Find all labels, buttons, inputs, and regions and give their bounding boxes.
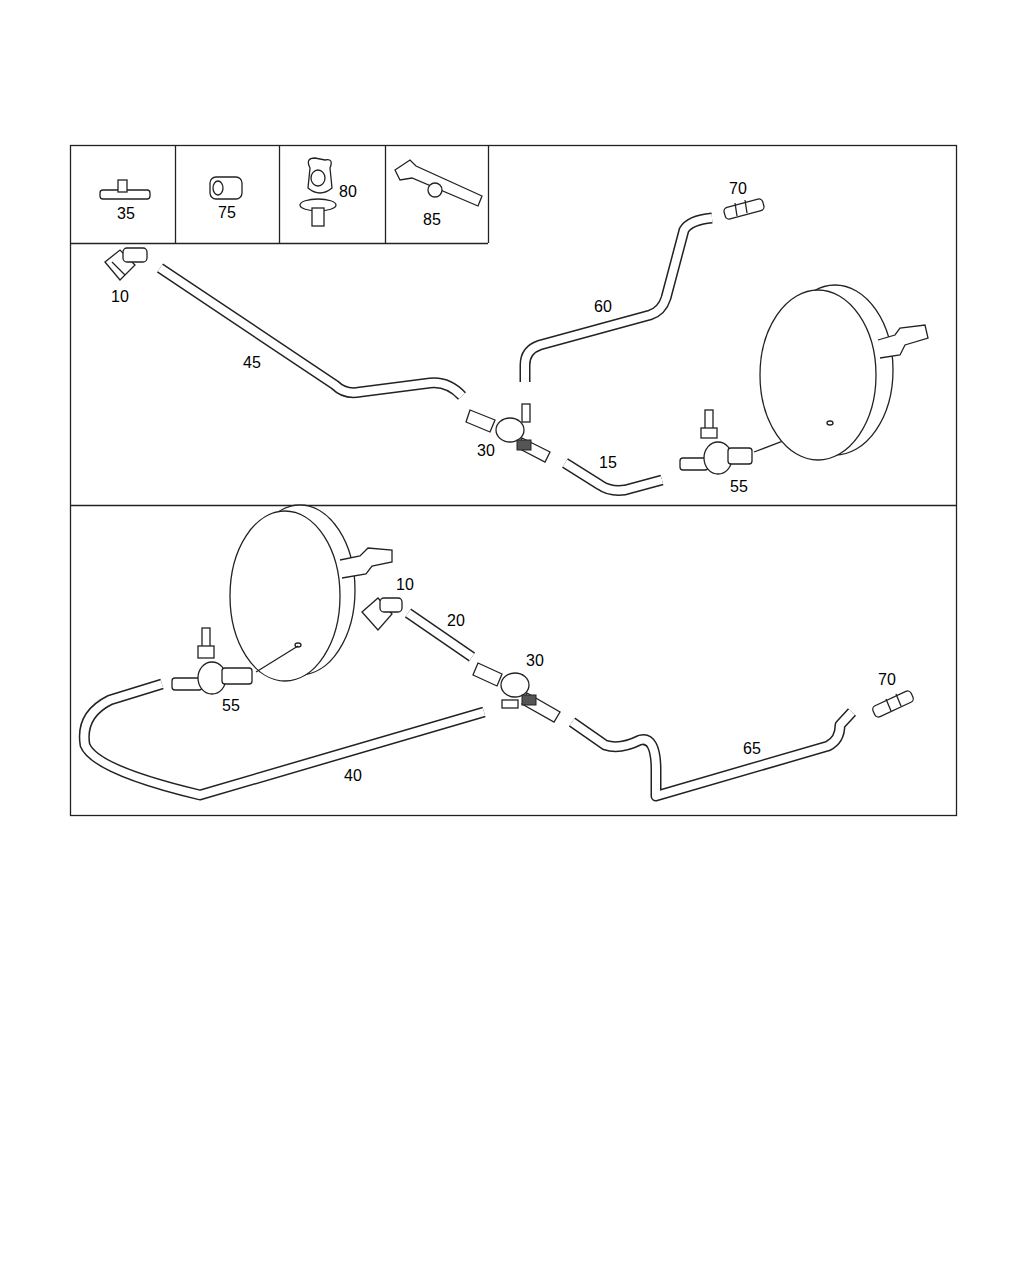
callout-number: 15 [597,454,619,472]
brake-booster [760,285,928,460]
callout-number: 80 [337,183,359,201]
callout-number: 30 [524,652,546,670]
callout-number: 35 [115,205,137,223]
hoses [84,218,852,796]
brake-booster [230,505,392,681]
callout-number: 30 [475,442,497,460]
callout-number: 10 [394,576,416,594]
frame [70,145,957,816]
elbow-fitting [105,248,147,280]
callout-number: 20 [445,612,467,630]
callout-number: 70 [876,671,898,689]
callout-number: 75 [216,204,238,222]
callout-number: 70 [727,180,749,198]
check-valve [172,628,298,694]
connector-fitting [871,690,914,719]
check-valve-tee [466,404,550,462]
check-valve-tee [473,663,560,722]
callout-number: 45 [241,354,263,372]
callout-number: 65 [741,740,763,758]
callout-number: 85 [421,211,443,229]
callout-number: 10 [109,288,131,306]
callout-number: 40 [342,767,364,785]
callout-number: 60 [592,298,614,316]
elbow-fitting [362,598,402,630]
callout-number: 55 [728,478,750,496]
callout-number: 55 [220,697,242,715]
connector-fitting [723,198,765,220]
